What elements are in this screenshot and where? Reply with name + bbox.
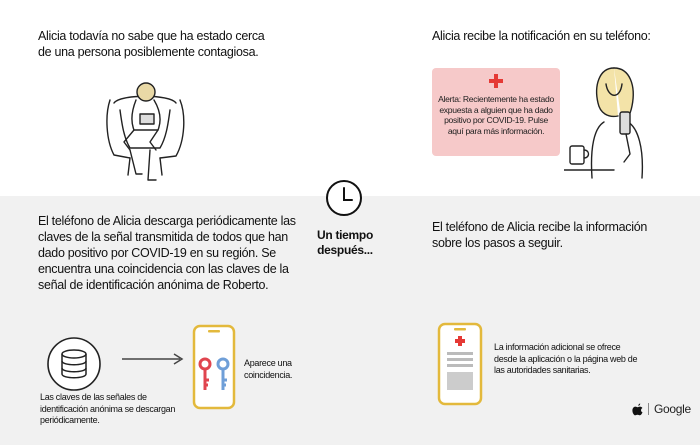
blue-key-icon <box>216 357 230 390</box>
caption-keys-download: Las claves de las señales de identificac… <box>40 392 176 425</box>
alert-text: Alerta: Recientemente ha estado expuesta… <box>438 94 554 136</box>
red-cross-icon <box>489 74 503 88</box>
sitting-person-illustration <box>106 82 185 181</box>
caption-match: Aparece una coincidencia. <box>244 358 293 380</box>
woman-with-phone-illustration <box>564 67 644 179</box>
bottom-panel <box>0 196 700 445</box>
caption-additional-info: La información adicional se ofrece desde… <box>494 342 638 375</box>
paragraph-receives-info: El teléfono de Alicia recibe la informac… <box>432 220 648 250</box>
caption-notification: Alicia recibe la notificación en su telé… <box>432 29 651 43</box>
paragraph-key-download: El teléfono de Alicia descarga periódica… <box>38 214 296 292</box>
caption-unaware: Alicia todavía no sabe que ha estado cer… <box>38 29 265 59</box>
phone-info-illustration <box>437 322 483 406</box>
phone-match-illustration <box>192 324 236 410</box>
google-label: Google <box>654 402 691 416</box>
clock-icon <box>326 180 362 216</box>
brand-footer: Google <box>632 402 691 416</box>
alert-notification-card[interactable]: Alerta: Recientemente ha estado expuesta… <box>432 68 560 156</box>
red-key-icon <box>198 357 212 390</box>
database-icon <box>47 337 101 391</box>
apple-icon <box>632 403 643 415</box>
brand-separator <box>648 403 649 415</box>
arrow-right-icon <box>122 353 184 365</box>
time-passes-label: Un tiempo después... <box>317 228 373 257</box>
